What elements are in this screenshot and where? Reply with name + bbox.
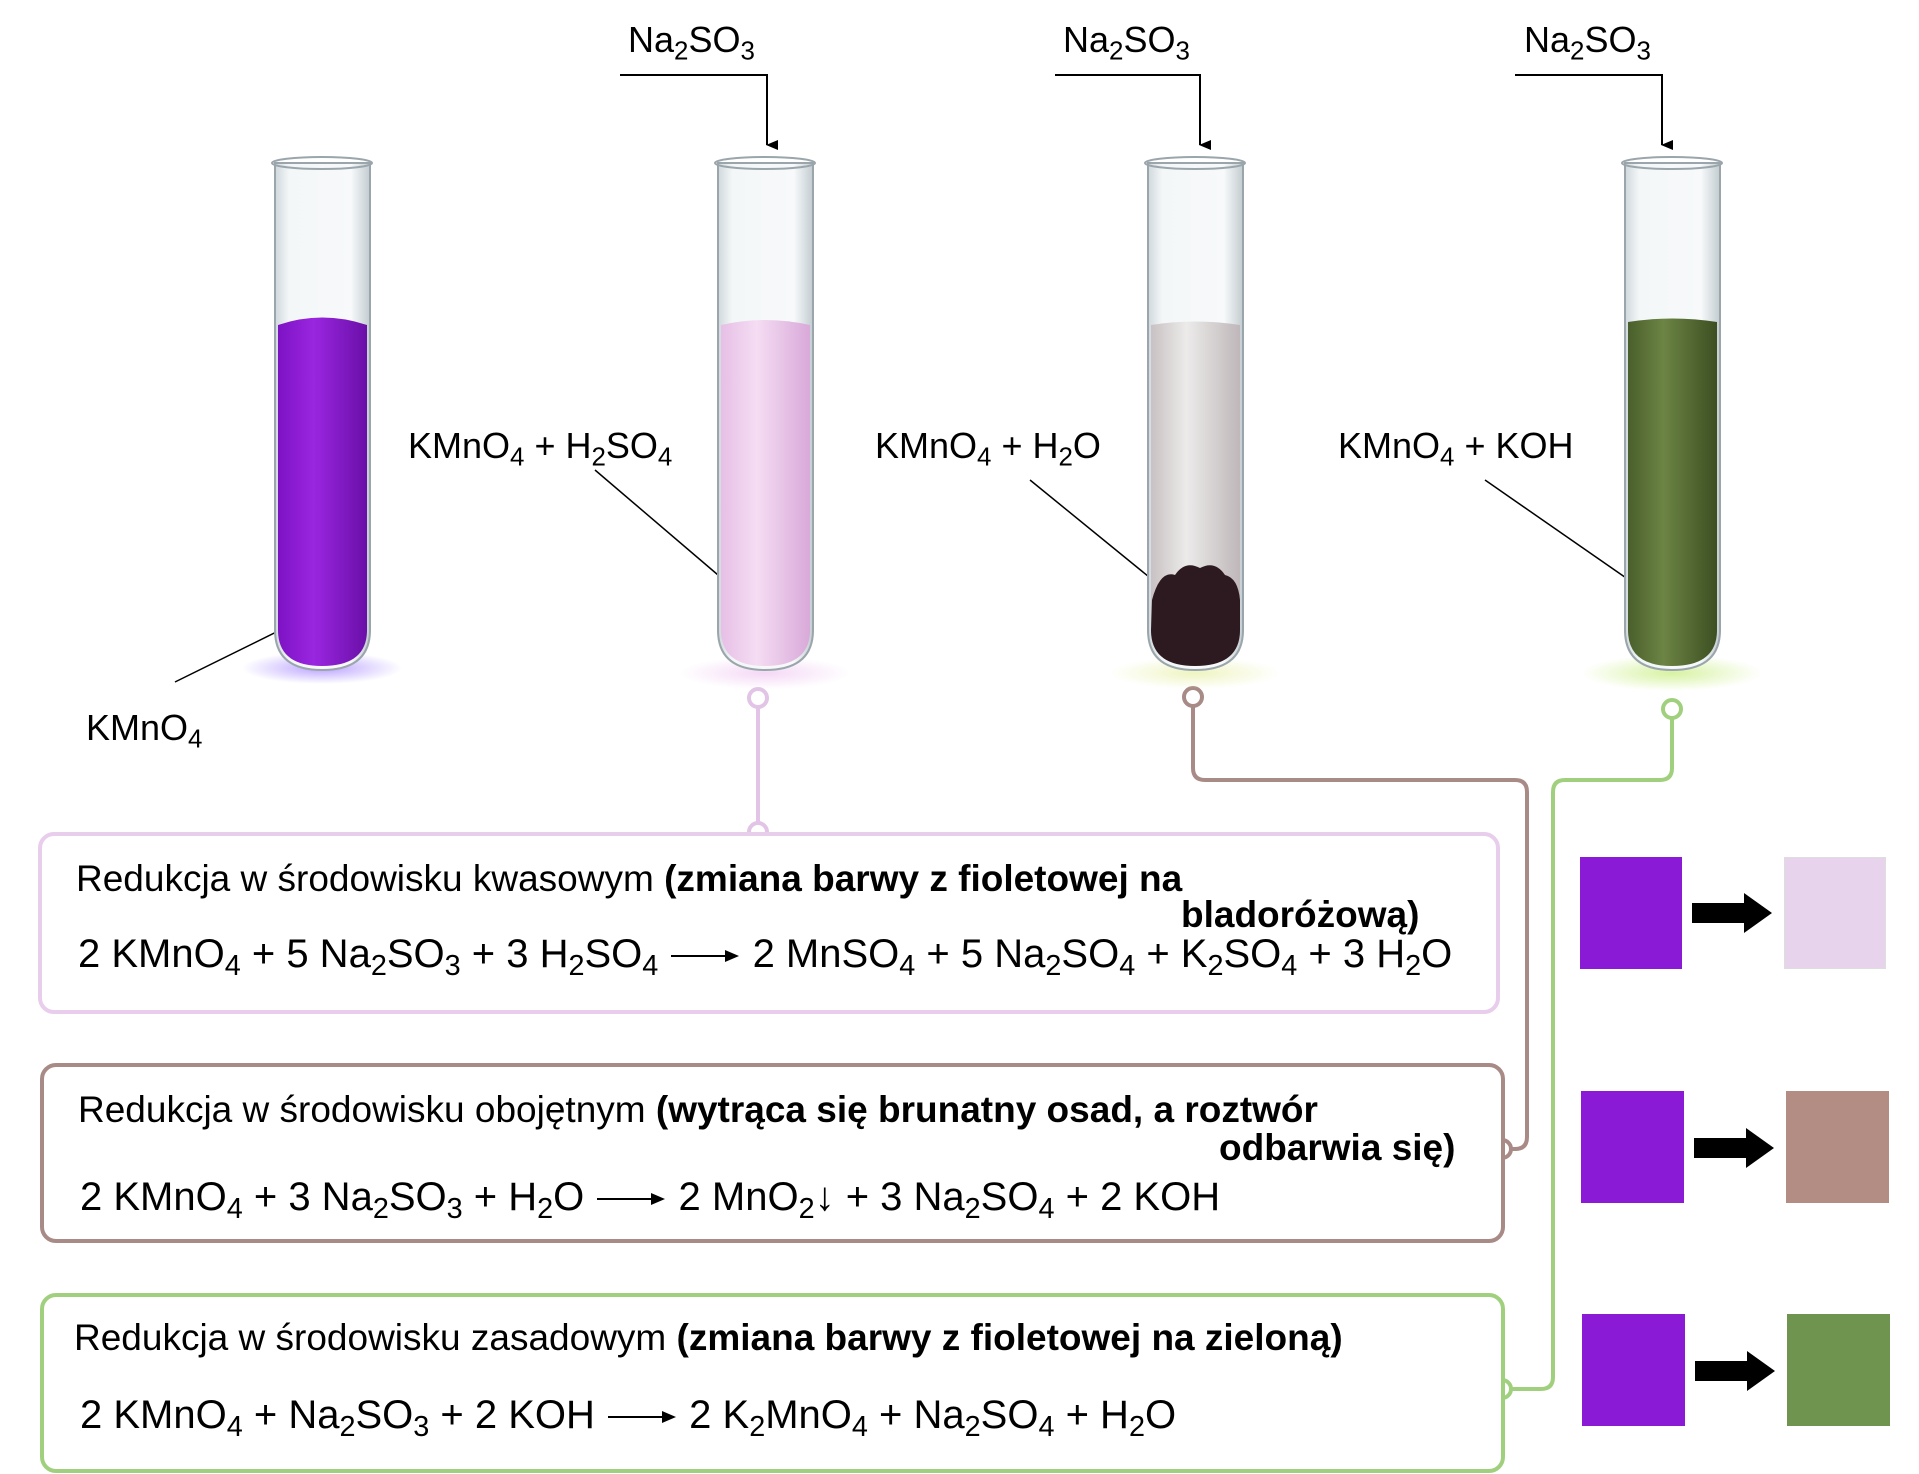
box-acidic-title-cont: bladoróżową)	[1181, 894, 1420, 935]
reagent-label-4: Na2SO3	[1524, 19, 1651, 66]
box-neutral: Redukcja w środowisku obojętnym (wytrąca…	[40, 1063, 1505, 1243]
box-basic-title: Redukcja w środowisku zasadowym (zmiana …	[74, 1317, 1343, 1358]
swatch-neutral-to	[1786, 1091, 1889, 1203]
tube-basic	[1582, 156, 1762, 691]
swatch-basic-to	[1787, 1314, 1890, 1426]
box-neutral-title-cont: odbarwia się)	[1219, 1127, 1456, 1168]
reaction-arrow	[671, 950, 740, 963]
equation-neutral: 2 KMnO4 + 3 Na2SO3 + H2O 2 MnO2↓ + 3 Na2…	[80, 1175, 1221, 1226]
reagent-label-3: Na2SO3	[1063, 19, 1190, 66]
tube-label-2: KMnO4 + H2SO4	[408, 425, 673, 472]
connector-basic	[1508, 717, 1674, 1391]
tube-label-4: KMnO4 + KOH	[1338, 425, 1574, 472]
reagent-arrow-3	[1055, 74, 1211, 150]
swatch-acidic-from	[1580, 857, 1682, 969]
tube-label-3: KMnO4 + H2O	[875, 425, 1101, 472]
tube-label-1: KMnO4	[86, 707, 203, 754]
box-basic: Redukcja w środowisku zasadowym (zmiana …	[40, 1293, 1505, 1473]
color-change-arrow-icon	[1695, 1351, 1775, 1391]
tube-acidic	[680, 156, 850, 689]
box-acidic: Redukcja w środowisku kwasowym (zmiana b…	[38, 832, 1500, 1014]
reagent-label-2: Na2SO3	[628, 19, 755, 66]
brown-precipitate	[1151, 565, 1240, 666]
swatch-basic-from	[1582, 1314, 1685, 1426]
color-change-arrow-icon	[1694, 1128, 1774, 1168]
equation-acidic: 2 KMnO4 + 5 Na2SO3 + 3 H2SO4 2 MnSO4 + 5…	[78, 932, 1453, 983]
tube-kmno4	[242, 156, 402, 684]
box-neutral-title: Redukcja w środowisku obojętnym (wytrąca…	[78, 1089, 1318, 1130]
equation-basic: 2 KMnO4 + Na2SO3 + 2 KOH 2 K2MnO4 + Na2S…	[80, 1393, 1177, 1444]
box-acidic-title: Redukcja w środowisku kwasowym (zmiana b…	[76, 858, 1183, 899]
leader-line-3	[1029, 479, 1166, 591]
reaction-arrow	[608, 1411, 677, 1424]
reaction-arrow	[597, 1193, 666, 1206]
reagent-arrow-2	[620, 74, 778, 150]
connector-neutral	[1191, 705, 1529, 1151]
swatch-acidic-to	[1784, 857, 1886, 969]
reagent-arrow-4	[1515, 74, 1673, 150]
color-change-arrow-icon	[1692, 893, 1772, 933]
tube-neutral	[1110, 156, 1280, 689]
swatch-neutral-from	[1581, 1091, 1684, 1203]
